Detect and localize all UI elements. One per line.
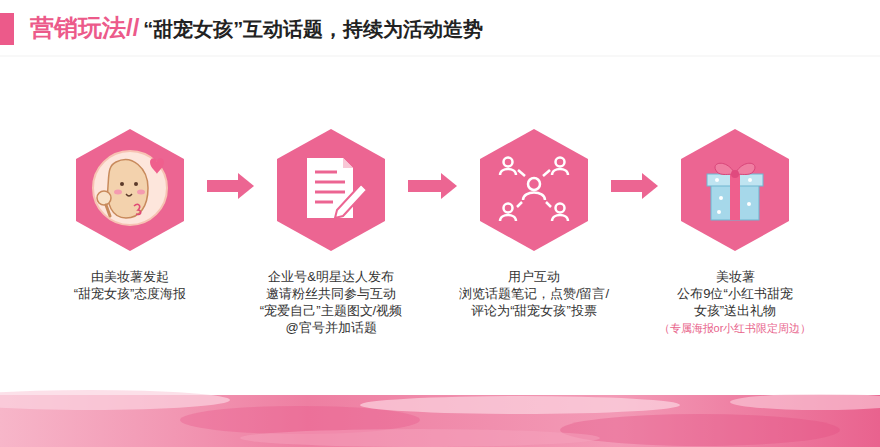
caption-line: 用户互动 bbox=[434, 268, 634, 285]
caption-line: 浏览话题笔记，点赞/留言/ bbox=[434, 285, 634, 302]
potato-character-icon bbox=[150, 158, 164, 174]
watercolor-band bbox=[730, 394, 880, 410]
document-pen-icon bbox=[307, 158, 367, 218]
user-network-icon bbox=[500, 169, 516, 175]
gift-box-icon bbox=[730, 174, 740, 220]
caption-line: 邀请粉丝共同参与互动 bbox=[231, 285, 431, 302]
process-step: 由美妆薯发起 “甜宠女孩”态度海报 bbox=[30, 128, 230, 302]
header: 营销玩法//“甜宠女孩”互动话题，持续为活动造势 bbox=[30, 12, 483, 44]
user-network-icon bbox=[556, 158, 565, 167]
hexagon-fill bbox=[480, 129, 588, 251]
watercolor-band bbox=[0, 390, 230, 410]
potato-character-icon bbox=[137, 190, 145, 195]
hexagon-fill bbox=[681, 129, 789, 251]
potato-character-icon bbox=[114, 190, 122, 195]
caption-line: “宠爱自己”主题图文/视频 bbox=[231, 302, 431, 319]
hexagon-shape bbox=[75, 128, 185, 252]
caption-line: 由美妆薯发起 bbox=[30, 268, 230, 285]
user-network-icon bbox=[500, 158, 568, 222]
document-pen-icon bbox=[343, 158, 353, 168]
caption-line: @官号并加话题 bbox=[231, 319, 431, 336]
document-pen-icon bbox=[315, 171, 337, 174]
document-pen-icon bbox=[315, 181, 345, 184]
title: 营销玩法// bbox=[30, 12, 139, 44]
user-network-icon bbox=[500, 215, 516, 221]
potato-character-icon bbox=[126, 194, 132, 196]
step-caption: 由美妆薯发起 “甜宠女孩”态度海报 bbox=[30, 268, 230, 302]
potato-character-icon bbox=[134, 204, 141, 214]
flow-arrow bbox=[611, 180, 642, 192]
watercolor-band bbox=[560, 414, 840, 446]
hexagon-shape bbox=[680, 128, 790, 252]
gift-box-icon bbox=[748, 178, 752, 182]
hexagon-outline bbox=[75, 128, 185, 252]
hexagon-shape bbox=[479, 128, 589, 252]
potato-character-icon bbox=[93, 151, 167, 225]
caption-line: 企业号&明星达人发布 bbox=[231, 268, 431, 285]
potato-character-icon bbox=[93, 151, 167, 225]
document-pen-icon bbox=[315, 201, 333, 204]
title-bar bbox=[0, 13, 14, 45]
watercolor-band bbox=[360, 396, 680, 414]
user-network-icon bbox=[504, 204, 513, 213]
hexagon-fill bbox=[76, 129, 184, 251]
gift-box-icon bbox=[747, 202, 751, 206]
document-pen-icon bbox=[335, 184, 367, 218]
gift-box-icon bbox=[711, 184, 759, 220]
hexagon-shape bbox=[276, 128, 386, 252]
hexagon-fill bbox=[277, 129, 385, 251]
caption-line: 公布9位“小红书甜宠 bbox=[635, 285, 835, 302]
gift-box-icon bbox=[707, 163, 763, 220]
gift-box-icon bbox=[731, 170, 739, 178]
potato-character-icon bbox=[97, 191, 111, 205]
hexagon-outline bbox=[276, 128, 386, 252]
watercolor-band bbox=[0, 390, 880, 447]
hexagon-outline bbox=[479, 128, 589, 252]
caption-line: （专属海报or小红书限定周边） bbox=[635, 321, 835, 336]
user-network-icon bbox=[556, 204, 565, 213]
user-network-icon bbox=[523, 193, 545, 201]
process-step: 用户互动 浏览话题笔记，点赞/留言/ 评论为“甜宠女孩”投票 bbox=[434, 128, 634, 319]
caption-line: “甜宠女孩”态度海报 bbox=[30, 285, 230, 302]
step-caption: 美妆薯 公布9位“小红书甜宠 女孩”送出礼物 bbox=[635, 268, 835, 319]
caption-line: 评论为“甜宠女孩”投票 bbox=[434, 302, 634, 319]
document-pen-icon bbox=[307, 158, 353, 218]
caption-line: 女孩”送出礼物 bbox=[635, 302, 835, 319]
gift-box-icon bbox=[707, 174, 763, 186]
flow-arrow bbox=[408, 180, 441, 192]
step-caption: 企业号&明星达人发布 邀请粉丝共同参与互动 “宠爱自己”主题图文/视频 @官号并… bbox=[231, 268, 431, 336]
flow-arrow bbox=[207, 180, 238, 192]
user-network-icon bbox=[543, 170, 550, 176]
potato-character-icon bbox=[106, 205, 110, 216]
user-network-icon bbox=[504, 158, 513, 167]
gift-box-icon bbox=[715, 178, 719, 182]
potato-character-icon bbox=[108, 160, 148, 218]
user-network-icon bbox=[552, 215, 568, 221]
user-network-icon bbox=[528, 178, 540, 190]
step-caption: 用户互动 浏览话题笔记，点赞/留言/ 评论为“甜宠女孩”投票 bbox=[434, 268, 634, 319]
user-network-icon bbox=[546, 202, 551, 207]
divider-line bbox=[0, 56, 880, 57]
subtitle: “甜宠女孩”互动话题，持续为活动造势 bbox=[143, 16, 483, 43]
potato-character-icon bbox=[134, 182, 138, 186]
potato-character-icon bbox=[120, 182, 124, 186]
gift-box-icon bbox=[717, 210, 721, 214]
hexagon-outline bbox=[680, 128, 790, 252]
user-network-icon bbox=[518, 170, 525, 176]
caption-line: 美妆薯 bbox=[635, 268, 835, 285]
user-network-icon bbox=[517, 202, 522, 207]
process-step: 美妆薯 公布9位“小红书甜宠 女孩”送出礼物 （专属海报or小红书限定周边） bbox=[635, 128, 835, 336]
user-network-icon bbox=[552, 169, 568, 175]
document-pen-icon bbox=[315, 191, 345, 194]
step-note: （专属海报or小红书限定周边） bbox=[635, 321, 835, 336]
process-step: 企业号&明星达人发布 邀请粉丝共同参与互动 “宠爱自己”主题图文/视频 @官号并… bbox=[231, 128, 431, 336]
gift-box-icon bbox=[715, 163, 735, 174]
watercolor-band bbox=[240, 429, 600, 447]
gift-box-icon bbox=[735, 163, 755, 174]
gift-box-icon bbox=[719, 196, 723, 200]
